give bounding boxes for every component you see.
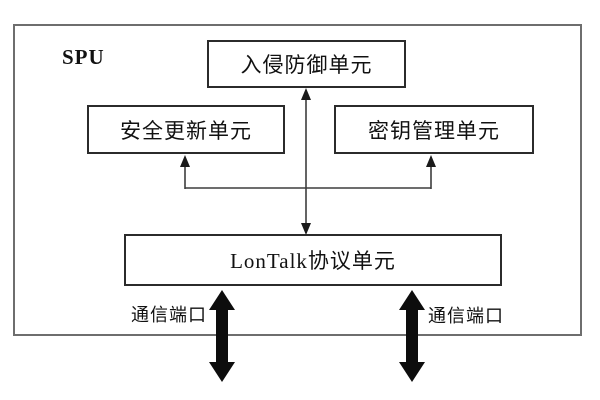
box-security-update-unit: 安全更新单元 (87, 105, 285, 154)
spu-boundary-box (13, 24, 582, 336)
comm-port-label-right: 通信端口 (428, 306, 504, 326)
key-management-label: 密钥管理单元 (368, 118, 500, 143)
intrusion-prevention-label: 入侵防御单元 (240, 53, 373, 77)
spu-title-label: SPU (62, 45, 105, 69)
comm-port-label-left: 通信端口 (131, 305, 207, 325)
box-intrusion-prevention-unit: 入侵防御单元 (207, 40, 406, 88)
box-lontalk-protocol-unit: LonTalk协议单元 (124, 234, 502, 286)
security-update-label: 安全更新单元 (120, 118, 252, 143)
lontalk-protocol-label: LonTalk协议单元 (230, 249, 396, 273)
box-key-management-unit: 密钥管理单元 (334, 105, 534, 154)
